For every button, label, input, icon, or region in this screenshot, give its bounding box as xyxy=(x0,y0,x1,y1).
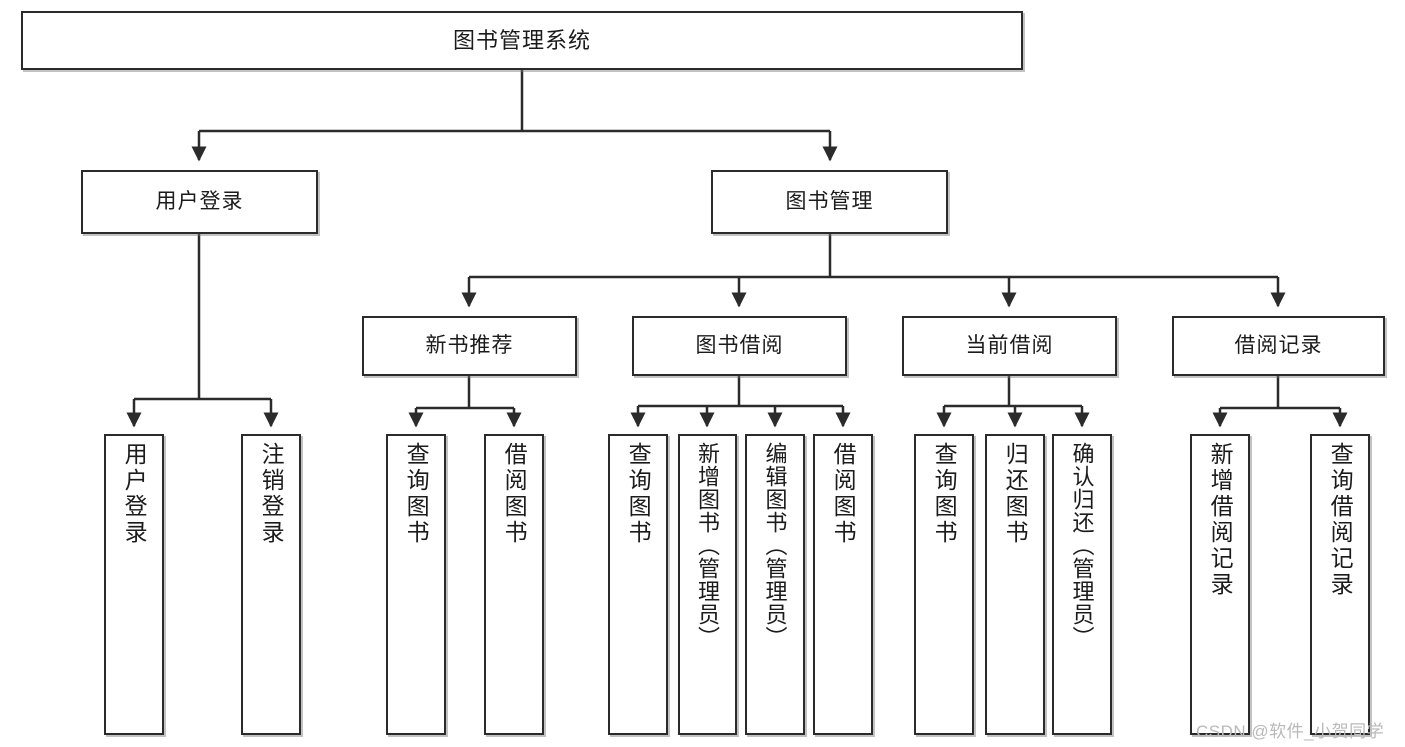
node-label: 新增借阅记录 xyxy=(1207,442,1234,598)
node-leaf-add-book[interactable]: 新增图书（管理员） xyxy=(678,434,737,735)
node-leaf-borrow-book-2[interactable]: 借阅图书 xyxy=(813,434,873,735)
node-leaf-borrow-book-1[interactable]: 借阅图书 xyxy=(484,434,544,735)
node-leaf-query-book-2[interactable]: 查询图书 xyxy=(608,434,668,735)
watermark: CSDN @软件_小贺同学 xyxy=(1196,722,1385,741)
node-leaf-logout[interactable]: 注销登录 xyxy=(241,434,301,735)
node-borrow-record[interactable]: 借阅记录 xyxy=(1172,316,1385,376)
node-leaf-confirm-return[interactable]: 确认归还（管理员） xyxy=(1052,434,1112,735)
node-leaf-add-record[interactable]: 新增借阅记录 xyxy=(1190,434,1250,735)
node-leaf-return-book[interactable]: 归还图书 xyxy=(985,434,1045,735)
node-label: 确认归还（管理员） xyxy=(1069,442,1095,649)
node-leaf-user-login[interactable]: 用户登录 xyxy=(104,434,164,735)
node-label: 图书管理系统 xyxy=(452,27,591,53)
node-user-login[interactable]: 用户登录 xyxy=(81,170,318,234)
node-new-book-rec[interactable]: 新书推荐 xyxy=(362,316,577,376)
node-leaf-query-record[interactable]: 查询借阅记录 xyxy=(1310,434,1370,735)
node-label: 查询图书 xyxy=(931,442,958,546)
node-book-borrow[interactable]: 图书借阅 xyxy=(632,316,847,376)
node-label: 借阅图书 xyxy=(830,442,857,546)
node-book-manage[interactable]: 图书管理 xyxy=(711,170,948,234)
node-label: 归还图书 xyxy=(1002,442,1029,546)
node-leaf-query-book-1[interactable]: 查询图书 xyxy=(386,434,446,735)
node-leaf-edit-book[interactable]: 编辑图书（管理员） xyxy=(745,434,805,735)
node-label: 新增图书（管理员） xyxy=(695,442,721,649)
node-label: 查询借阅记录 xyxy=(1327,442,1354,598)
node-label: 查询图书 xyxy=(403,442,430,546)
node-label: 图书管理 xyxy=(785,189,874,213)
node-label: 图书借阅 xyxy=(695,333,784,357)
node-label: 当前借阅 xyxy=(965,333,1054,357)
node-root[interactable]: 图书管理系统 xyxy=(21,11,1023,70)
node-label: 用户登录 xyxy=(155,189,244,213)
node-label: 借阅记录 xyxy=(1234,333,1323,357)
node-label: 借阅图书 xyxy=(501,442,528,546)
node-label: 编辑图书（管理员） xyxy=(762,442,788,649)
node-label: 用户登录 xyxy=(121,442,148,546)
node-current-borrow[interactable]: 当前借阅 xyxy=(902,316,1117,376)
node-leaf-query-book-3[interactable]: 查询图书 xyxy=(914,434,974,735)
node-label: 新书推荐 xyxy=(425,333,514,357)
node-label: 查询图书 xyxy=(625,442,652,546)
node-label: 注销登录 xyxy=(258,442,285,546)
